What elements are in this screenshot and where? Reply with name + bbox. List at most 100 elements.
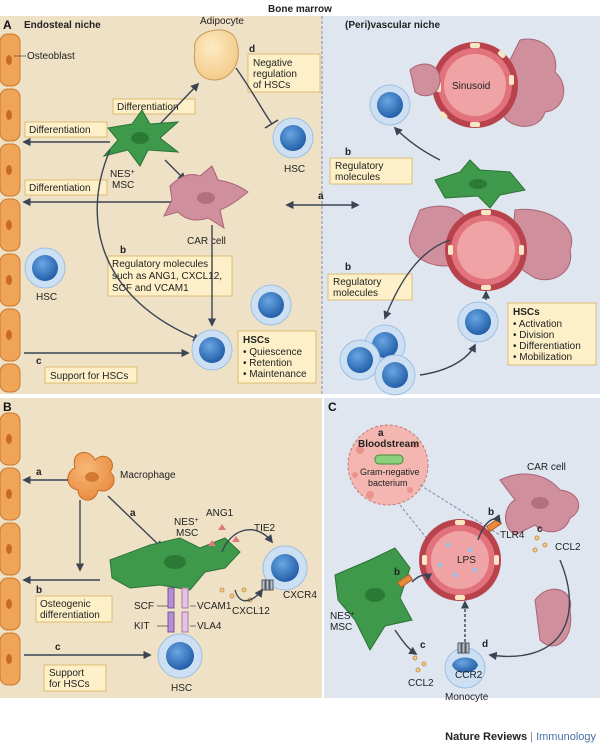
bloodstream-label: Bloodstream — [358, 439, 419, 450]
scf-label: SCF — [134, 601, 154, 612]
reg-mol-line2: such as ANG1, CXCL12, — [112, 271, 222, 282]
footer-credit: Nature Reviews | Immunology — [445, 731, 596, 743]
ang1-molecules — [208, 524, 240, 546]
panel-c-letter: C — [328, 400, 337, 414]
kit-label: KIT — [134, 621, 150, 632]
label-c-c2: c — [420, 640, 426, 651]
hscs-box-title: HSCs — [243, 335, 270, 346]
gram-line1: Gram-negative — [360, 467, 420, 477]
endosteal-niche-title: Endosteal niche — [24, 20, 101, 31]
label-b-right2: b — [345, 262, 351, 273]
nes-msc-c-label-1: NES+ — [330, 611, 355, 623]
reg-right1-line1: Regulatory — [335, 161, 383, 172]
label-b-a1: b — [120, 245, 126, 256]
cxcl12-label: CXCL12 — [232, 606, 270, 617]
bone-marrow-title: Bone marrow — [268, 4, 332, 15]
osteogenic-box — [35, 595, 113, 623]
label-b-b: b — [36, 585, 42, 596]
label-d: d — [249, 44, 255, 55]
label-a-b1: a — [36, 467, 42, 478]
vascular-niche-title: (Peri)vascular niche — [345, 20, 440, 31]
reg-mol-line3: SCF and VCAM1 — [112, 283, 189, 294]
nes-msc-c-label-2: MSC — [330, 622, 352, 633]
hsc-left-label: HSC — [36, 292, 57, 303]
hscs-box-item-3: • Maintenance — [243, 369, 307, 380]
label-b-c2: b — [394, 567, 400, 578]
hscs-right-item-3: • Differentiation — [513, 341, 581, 352]
reg-right1-line2: molecules — [335, 172, 380, 183]
nes-msc-b-label-2: MSC — [176, 528, 198, 539]
label-c-a: c — [36, 356, 42, 367]
label-a-b2: a — [130, 508, 136, 519]
support-b-line1: Support — [49, 668, 84, 679]
scf-kit-receptor — [167, 587, 189, 633]
differentiation-box-2 — [24, 121, 108, 138]
ang1-label: ANG1 — [206, 508, 234, 519]
label-c-c1: c — [537, 524, 543, 535]
differentiation-label-1: Differentiation — [117, 102, 179, 113]
sinusoid-label: Sinusoid — [452, 81, 490, 92]
hsc-b-label: HSC — [171, 683, 192, 694]
tie2-label: TIE2 — [254, 523, 276, 534]
label-a-arrow: a — [318, 191, 324, 202]
vla4-label: VLA4 — [197, 621, 222, 632]
osteo-line2: differentiation — [40, 610, 100, 621]
label-d-c: d — [482, 639, 488, 650]
reg-right2-line1: Regulatory — [333, 277, 381, 288]
cxcr4-label: CXCR4 — [283, 590, 317, 601]
adipocyte-cell — [193, 29, 239, 81]
osteoblast-layer-b — [0, 412, 21, 686]
regulatory-box-right-2 — [327, 273, 413, 301]
reg-mol-line1: Regulatory molecules — [112, 259, 208, 270]
bacterium-icon — [374, 454, 404, 465]
panel-b-letter: B — [3, 400, 12, 414]
vcam1-label: VCAM1 — [197, 601, 232, 612]
hscs-right-item-4: • Mobilization — [513, 352, 572, 363]
hscs-activation-box — [507, 302, 597, 366]
ccr2-label: CCR2 — [455, 670, 483, 681]
regulatory-box-right-1 — [329, 157, 413, 185]
reg-right2-line2: molecules — [333, 288, 378, 299]
panel-a-letter: A — [3, 18, 12, 32]
neg-reg-line3: of HSCs — [253, 80, 290, 91]
tlr4-label: TLR4 — [500, 530, 525, 541]
differentiation-label-2: Differentiation — [29, 125, 91, 136]
hscs-right-item-1: • Activation — [513, 319, 562, 330]
neg-reg-line2: regulation — [253, 69, 297, 80]
ccr2-receptor — [457, 642, 470, 654]
nes-msc-a-label-2: MSC — [112, 180, 134, 191]
hscs-quiescence-box — [237, 330, 317, 384]
support-b-line2: for HSCs — [49, 679, 90, 690]
differentiation-box-1 — [112, 98, 196, 115]
nes-msc-b-label-1: NES+ — [174, 517, 199, 529]
cxcr4-receptor — [261, 579, 274, 591]
differentiation-box-3 — [24, 179, 108, 196]
bloodstream-inset — [347, 424, 429, 506]
monocyte-label: Monocyte — [445, 692, 489, 703]
tlr-receptor-msc — [396, 573, 414, 589]
lps-label: LPS — [457, 555, 476, 566]
hscs-right-title: HSCs — [513, 307, 540, 318]
osteo-line1: Osteogenic — [40, 599, 91, 610]
macrophage-label: Macrophage — [120, 470, 176, 481]
ccl2-left-label: CCL2 — [408, 678, 434, 689]
gram-line2: bacterium — [368, 478, 408, 488]
negative-regulation-box — [247, 53, 321, 93]
support-box-b — [43, 664, 107, 692]
label-b-c1: b — [488, 507, 494, 518]
car-cell-c-label: CAR cell — [527, 462, 566, 473]
adipocyte-label: Adipocyte — [200, 16, 244, 27]
label-c-b: c — [55, 642, 61, 653]
label-b-right1: b — [345, 147, 351, 158]
hscs-box-item-2: • Retention — [243, 358, 292, 369]
osteoblast-layer-a — [0, 33, 21, 393]
hsc-top-label: HSC — [284, 164, 305, 175]
support-box-a — [44, 366, 138, 384]
osteoblast-label: Osteoblast — [27, 51, 75, 62]
label-a-c: a — [378, 428, 384, 439]
hscs-box-item-1: • Quiescence — [243, 347, 303, 358]
car-cell-label: CAR cell — [187, 236, 226, 247]
ccl2-right-label: CCL2 — [555, 542, 581, 553]
neg-reg-line1: Negative — [253, 58, 293, 69]
